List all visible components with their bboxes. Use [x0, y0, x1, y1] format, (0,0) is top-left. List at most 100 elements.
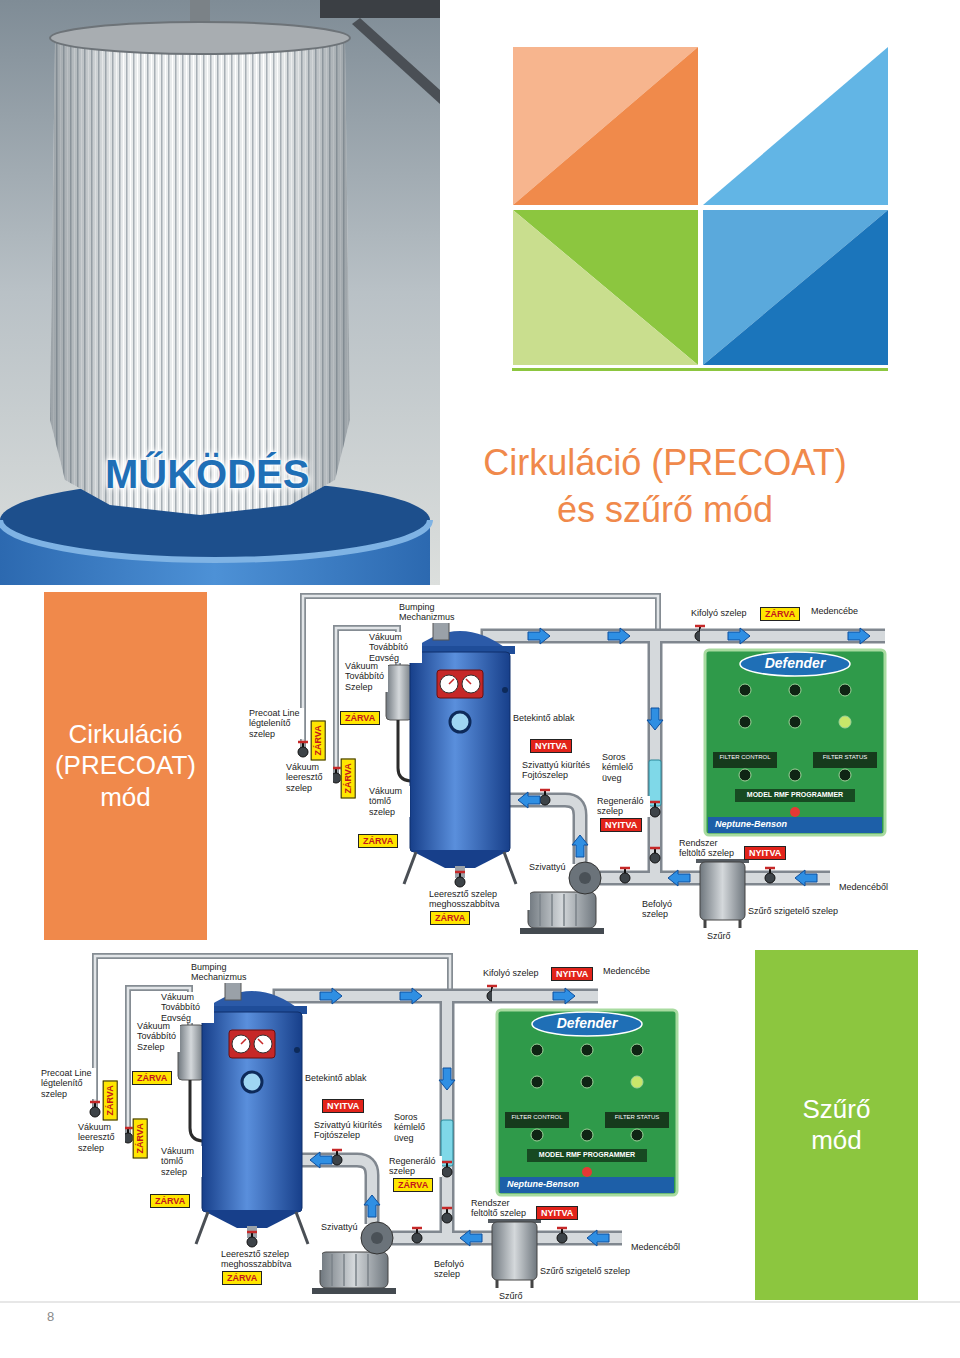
page-number: 8: [46, 1310, 55, 1325]
valve-status-tag: ZÁRVA: [222, 1271, 262, 1286]
part-label: Medencébe: [602, 966, 651, 976]
part-label: Vákuum Továbbító Egység: [368, 632, 422, 663]
part-label: Vákuum Továbbító Egység: [160, 992, 214, 1023]
valve-status-tag: NYITVA: [744, 846, 786, 861]
part-label: Precoat Line légtelenítő szelep: [40, 1068, 96, 1099]
part-label: Kifolyó szelep: [690, 608, 748, 618]
part-label: Bumping Mechanizmus: [398, 602, 470, 623]
node-text: ZÁRVA: [227, 1273, 257, 1284]
filter-photo: [50, 42, 350, 515]
part-label: Szivattyú: [320, 1222, 359, 1232]
node-text: ZÁRVA: [155, 1196, 185, 1207]
part-label: Szűrő szigetelő szelep: [747, 906, 839, 916]
part-label: Medencébe: [810, 606, 859, 616]
filter-photo: [50, 22, 350, 54]
node-text: Defender: [497, 1015, 677, 1031]
node-text: Neptune-Benson: [715, 819, 865, 829]
node-text: NYITVA: [556, 969, 588, 980]
part-label: Befolyó szelep: [433, 1259, 481, 1280]
decorative-squares: [513, 47, 698, 205]
decorative-squares: [703, 210, 888, 365]
filter-photo: [0, 520, 430, 560]
part-label: Szivattyú kiürítés Fojtószelep: [313, 1120, 405, 1141]
valve-status-tag: ZÁRVA: [150, 1194, 190, 1209]
decorative-squares: [513, 47, 698, 205]
valve-status-tag: NYITVA: [530, 739, 572, 754]
part-label: Szűrő: [498, 1291, 524, 1301]
node-text: MODEL RMF PROGRAMMER: [497, 1151, 677, 1159]
footer-rule: [0, 1302, 960, 1303]
filter-mode-plumbing: [90, 956, 677, 1294]
part-label: Vákuum tömlő szelep: [160, 1146, 202, 1177]
part-label: Szűrő szigetelő szelep: [539, 1266, 631, 1276]
node-text: ZÁRVA: [363, 836, 393, 847]
part-label: Szivattyú kiürítés Fojtószelep: [521, 760, 613, 781]
valve-status-tag: ZÁRVA: [341, 758, 356, 798]
filter-photo: [0, 0, 440, 585]
flow-arrow: [553, 988, 575, 1004]
part-label: Betekintő ablak: [304, 1073, 368, 1083]
part-label: Soros kémlelő üveg: [601, 752, 647, 783]
node-text: ZÁRVA: [137, 1073, 167, 1084]
part-label: Vákuum Továbbító Szelep: [136, 1021, 180, 1052]
node-text: NYITVA: [541, 1208, 573, 1219]
node-text: FILTER CONTROL: [713, 754, 777, 761]
part-label: Bumping Mechanizmus: [190, 962, 262, 983]
control-panel: DefenderFILTER CONTROL FILTER STATUS MODEL…: [705, 650, 885, 835]
part-label: Szűrő: [706, 931, 732, 941]
part-label: Medencéből: [838, 882, 889, 892]
filter-photo: [0, 520, 430, 585]
node-text: ZÁRVA: [343, 763, 354, 793]
decorative-squares: [513, 210, 698, 365]
decorative-squares: [703, 210, 888, 365]
node-text: ZÁRVA: [345, 713, 375, 724]
node-text: ZÁRVA: [765, 609, 795, 620]
valve-status-tag: ZÁRVA: [430, 911, 470, 926]
valve-status-tag: NYITVA: [600, 818, 642, 833]
node-text: NYITVA: [605, 820, 637, 831]
outlet-pipe: [492, 991, 598, 1001]
part-label: Precoat Line légtelenítő szelep: [248, 708, 304, 739]
node-text: ZÁRVA: [135, 1123, 146, 1153]
part-label: Kifolyó szelep: [482, 968, 540, 978]
part-label: Rendszer feltöltő szelep: [470, 1198, 538, 1219]
node-text: MODEL RMF PROGRAMMER: [705, 791, 885, 799]
part-label: Leeresztő szelep meghosszabbítva: [220, 1249, 322, 1270]
node-text: Defender: [705, 655, 885, 671]
part-label: Vákuum leeresztő szelep: [77, 1122, 125, 1153]
part-label: Medencéből: [630, 1242, 681, 1252]
filter-photo: [50, 42, 350, 515]
mode-panel: Szűrő mód: [755, 950, 918, 1300]
part-label: Vákuum leeresztő szelep: [285, 762, 333, 793]
valve-status-tag: ZÁRVA: [103, 1080, 118, 1120]
decorative-squares: [513, 210, 698, 365]
flow-arrow: [848, 628, 870, 644]
valve-status-tag: ZÁRVA: [340, 711, 380, 726]
valve-status-tag: ZÁRVA: [311, 720, 326, 760]
valve-status-tag: ZÁRVA: [133, 1118, 148, 1158]
filter-photo: [0, 0, 440, 585]
precoat-mode-plumbing: [298, 596, 885, 934]
valve-status-tag: ZÁRVA: [393, 1178, 433, 1193]
valve-status-tag: NYITVA: [551, 967, 593, 982]
decorative-squares: [512, 47, 888, 371]
node-text: Neptune-Benson: [507, 1179, 657, 1189]
node-text: FILTER STATUS: [605, 1114, 669, 1121]
mode-panel: Cirkuláció (PRECOAT) mód: [44, 592, 207, 940]
part-label: Soros kémlelő üveg: [393, 1112, 439, 1143]
part-label: Regeneráló szelep: [596, 796, 650, 817]
part-label: Befolyó szelep: [641, 899, 689, 920]
part-label: Leeresztő szelep meghosszabbítva: [428, 889, 530, 910]
valve-status-tag: ZÁRVA: [760, 607, 800, 622]
filter-photo: [352, 18, 440, 104]
part-label: Betekintő ablak: [512, 713, 576, 723]
node-text: NYITVA: [535, 741, 567, 752]
part-label: Vákuum Továbbító Szelep: [344, 661, 388, 692]
valve-status-tag: NYITVA: [322, 1099, 364, 1114]
decorative-squares: [703, 47, 888, 205]
node-text: NYITVA: [749, 848, 781, 859]
filter-photo: [320, 0, 440, 18]
outlet-pipe: [700, 629, 885, 644]
node-text: FILTER STATUS: [813, 754, 877, 761]
outlet-pipe: [492, 989, 598, 1004]
